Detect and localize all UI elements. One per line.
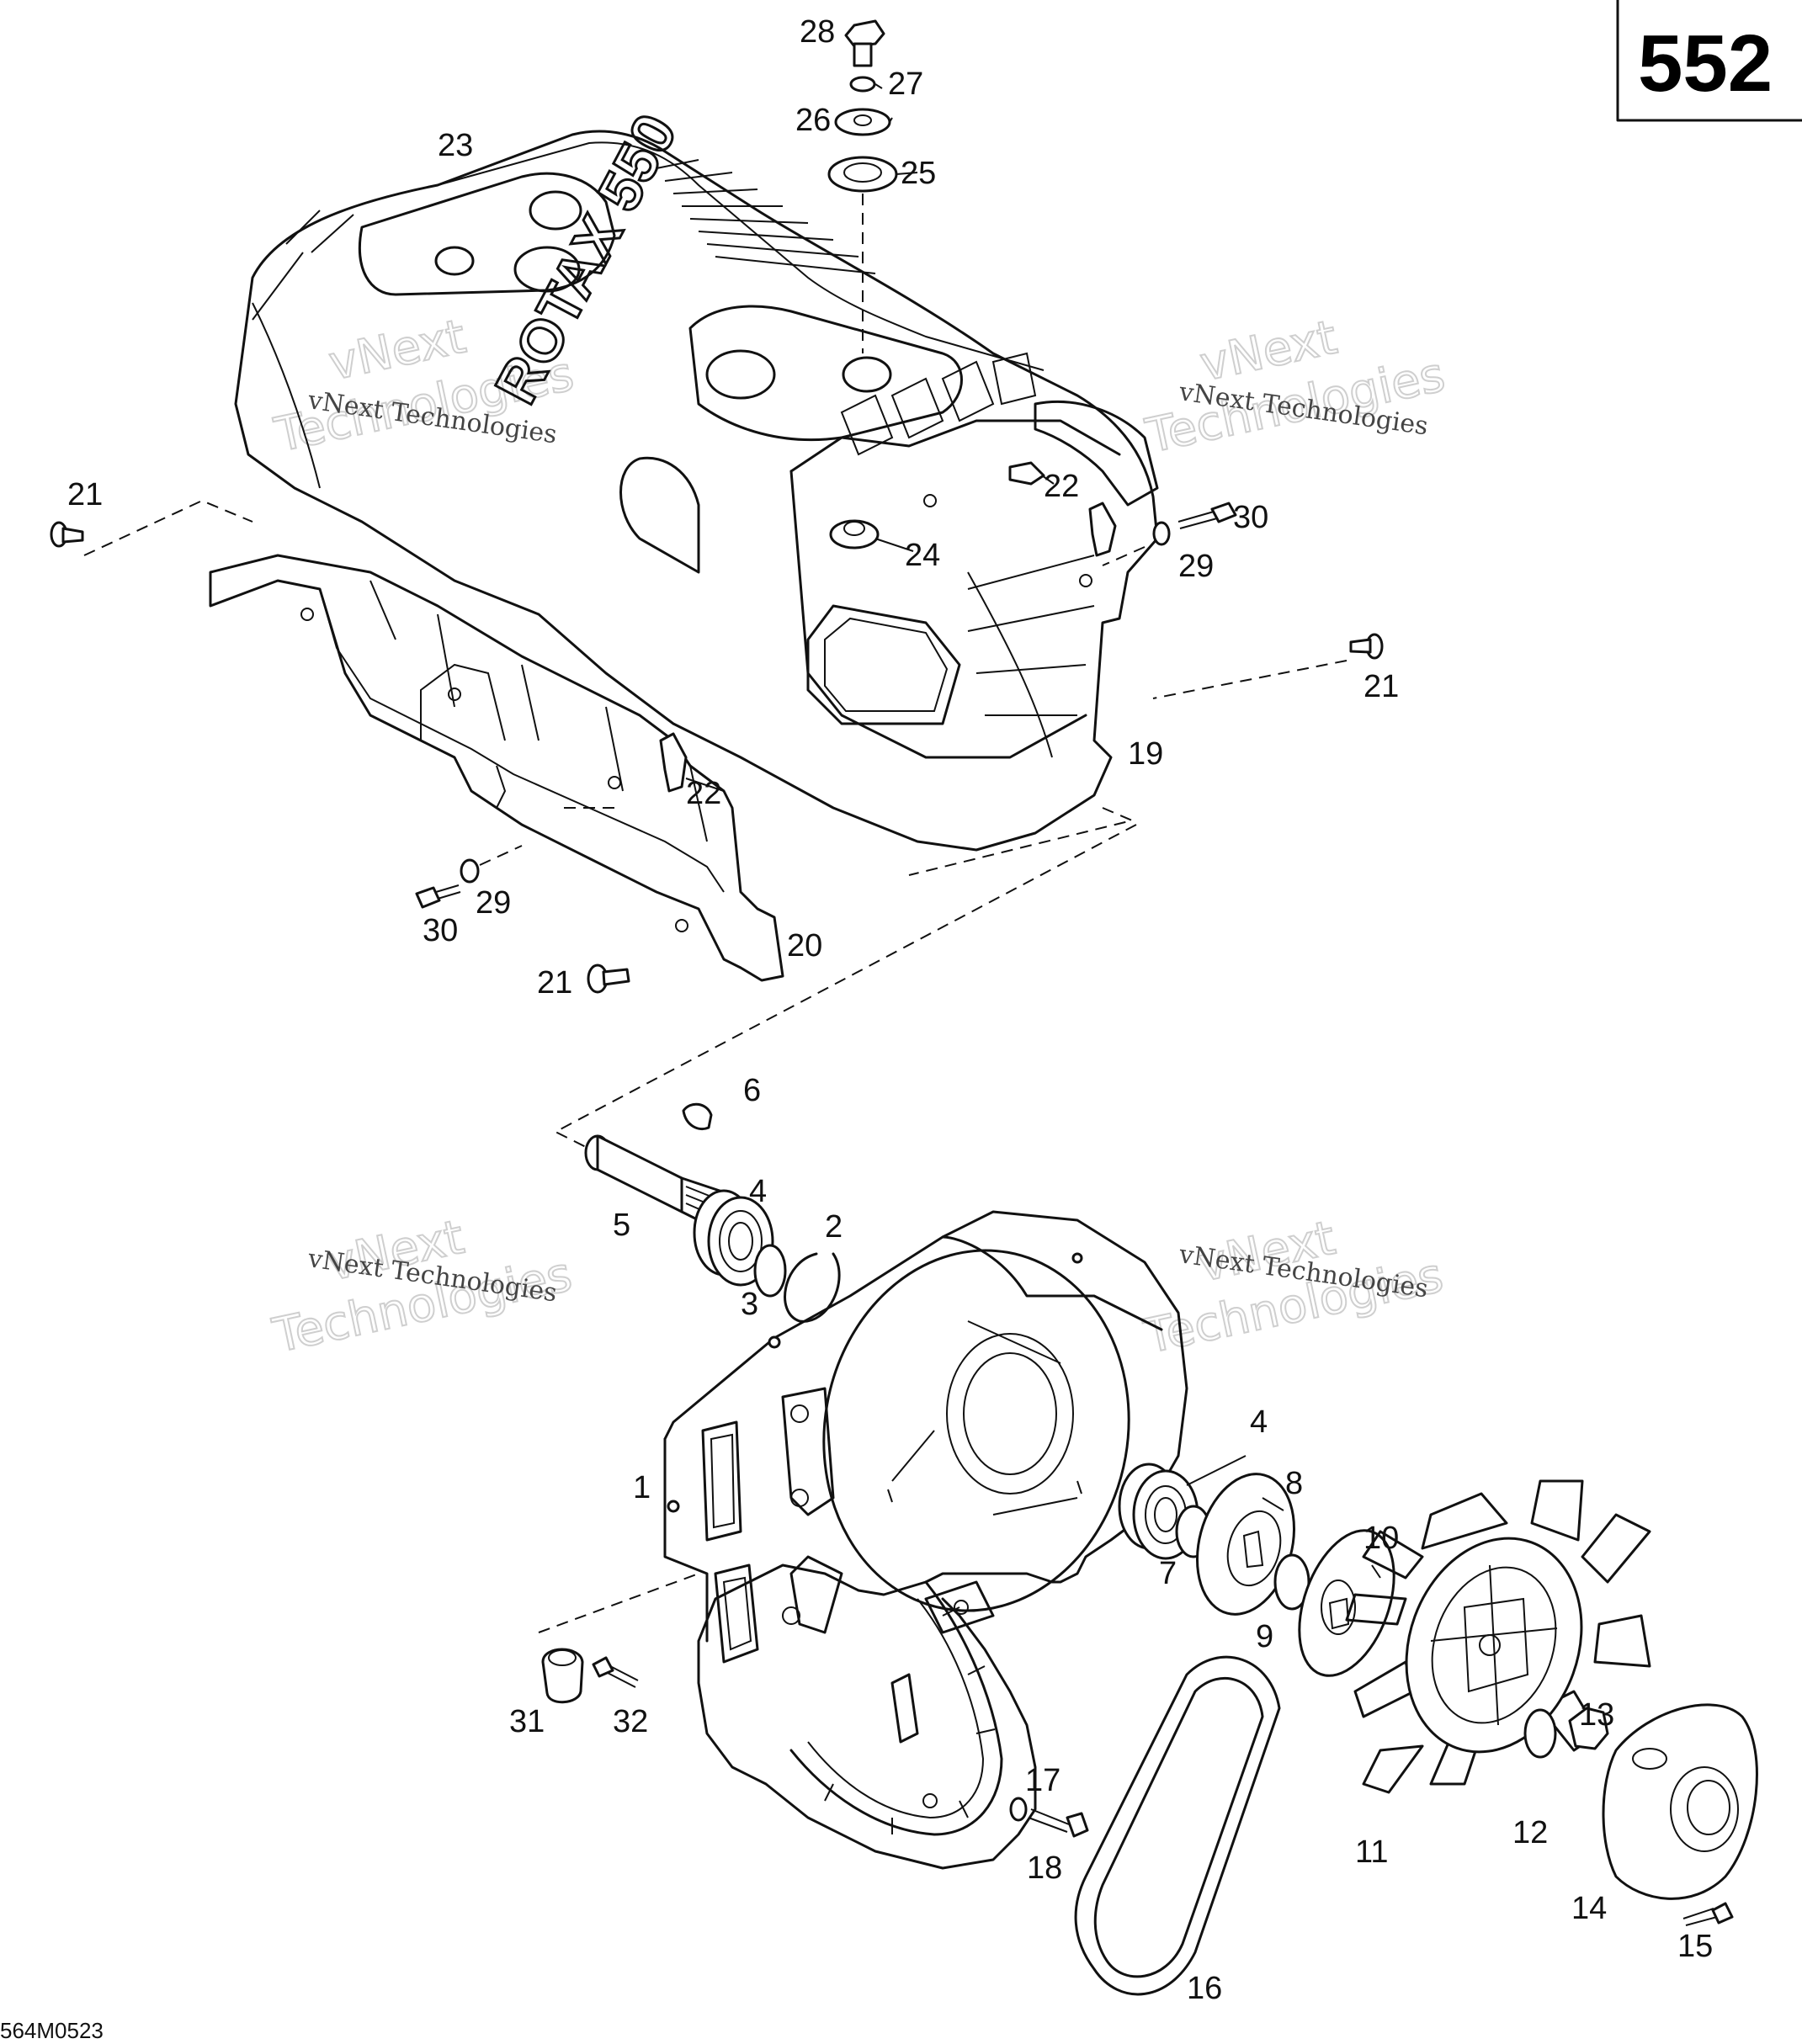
circlip-part-2 (784, 1252, 841, 1323)
callout-3: 3 (741, 1287, 758, 1322)
fan-housing-part-1 (663, 1210, 1188, 1870)
air-guide-part-20 (209, 554, 784, 982)
drawing-code: 564M0523 (0, 2018, 104, 2043)
callout-21-top-left: 21 (67, 477, 103, 512)
callout-21-bottom: 21 (537, 965, 572, 1001)
callout-2: 2 (825, 1209, 843, 1245)
callout-18: 18 (1027, 1850, 1062, 1886)
page-number-box: 552 (1616, 0, 1802, 122)
screw-part-30-right (1102, 502, 1237, 566)
callout-32: 32 (613, 1704, 648, 1739)
leader-lines (685, 83, 1381, 1579)
callout-14: 14 (1571, 1891, 1607, 1926)
callout-24: 24 (905, 538, 940, 573)
clip-part-22-left (659, 732, 688, 793)
callout-26: 26 (795, 103, 831, 138)
callout-1: 1 (633, 1470, 651, 1505)
callout-22-left: 22 (686, 776, 721, 811)
callout-15: 15 (1677, 1929, 1713, 1964)
fan-cover-part-14 (1602, 1703, 1758, 1900)
callouts: 28 27 26 25 23 21 22 30 29 24 21 19 22 2… (67, 14, 1713, 2006)
callout-30-right: 30 (1233, 500, 1268, 535)
rivet-part-21-right (1152, 633, 1384, 699)
callout-4-upper: 4 (749, 1174, 767, 1209)
rotax-embossed-logo: ROTAX 550 (482, 104, 688, 414)
ring-part-3 (753, 1244, 787, 1298)
leader-dash-31 (538, 1573, 699, 1633)
bolt-stack-25-28 (827, 19, 898, 353)
cooling-fan-part-11 (1345, 1479, 1651, 1794)
callout-9: 9 (1256, 1619, 1273, 1654)
callout-29-left: 29 (476, 885, 511, 921)
callout-21-right: 21 (1363, 669, 1399, 704)
leader-dash-top (564, 807, 1135, 876)
page-number: 552 (1638, 19, 1773, 109)
callout-23: 23 (438, 128, 473, 163)
axis-dash-shaft (553, 824, 1137, 1154)
callout-10: 10 (1363, 1521, 1399, 1556)
clip-part-22-right (1008, 461, 1117, 557)
washer-part-12 (1523, 1708, 1557, 1759)
callout-13: 13 (1579, 1697, 1614, 1733)
rivet-part-21-top-left (50, 499, 253, 556)
screw-part-18 (1028, 1808, 1089, 1838)
callout-12: 12 (1512, 1815, 1548, 1850)
callout-30-left: 30 (423, 913, 458, 948)
callout-16: 16 (1187, 1971, 1222, 2006)
callout-20: 20 (787, 928, 822, 964)
callout-29-right: 29 (1178, 549, 1214, 584)
callout-28: 28 (800, 14, 835, 50)
woodruff-key-part-6 (682, 1102, 713, 1131)
callout-17: 17 (1025, 1763, 1060, 1798)
rivet-part-21-bottom (587, 964, 630, 994)
callout-19: 19 (1128, 736, 1163, 772)
callout-25: 25 (901, 156, 936, 191)
callout-11: 11 (1355, 1834, 1388, 1870)
watermark-top-right: vNext Technologies (1140, 310, 1450, 465)
callout-5: 5 (613, 1208, 630, 1243)
callout-8: 8 (1285, 1466, 1303, 1501)
clip-nut-part-31 (541, 1648, 584, 1704)
screw-part-15 (1682, 1902, 1734, 1926)
screw-part-32 (592, 1656, 639, 1688)
callout-31: 31 (509, 1704, 545, 1739)
screw-part-30-left (415, 845, 523, 909)
callout-7: 7 (1159, 1556, 1177, 1591)
callout-22-right: 22 (1044, 469, 1079, 504)
pulley-half-part-10 (1298, 1529, 1395, 1677)
callout-27: 27 (888, 66, 923, 102)
nut-part-13 (1568, 1707, 1609, 1750)
washer-part-17 (1009, 1797, 1028, 1822)
callout-4-lower: 4 (1250, 1404, 1268, 1440)
drive-belt-part-16 (1074, 1655, 1281, 1996)
callout-6: 6 (743, 1073, 761, 1108)
